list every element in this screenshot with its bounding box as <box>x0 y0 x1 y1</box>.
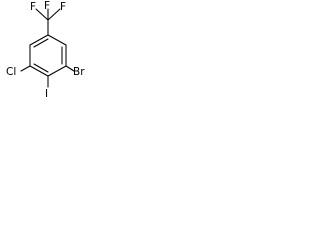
chemical-structure-diagram: F F F Cl Br I <box>6 0 85 100</box>
atom-bromine-label: Br <box>73 66 85 78</box>
atom-f-left-label: F <box>30 1 36 13</box>
ring-bond-bottom-left <box>29 65 49 77</box>
bond-cf3-f-right <box>47 8 61 21</box>
double-bond-inner-bottom-left <box>33 63 49 73</box>
bond-cf3-f-left <box>35 8 49 21</box>
atom-f-right-label: F <box>60 1 66 13</box>
atom-f-top-label: F <box>44 0 50 12</box>
ring-bond-bottom-right <box>47 65 67 77</box>
bond-ring-chlorine <box>20 65 31 72</box>
ring-bond-top-left <box>29 34 49 46</box>
atom-iodine-label: I <box>45 88 48 100</box>
atom-chlorine-label: Cl <box>6 66 16 78</box>
double-bond-inner-top-left <box>33 38 49 48</box>
bond-ring-bromine <box>65 65 75 72</box>
ring-bond-top-right <box>47 34 67 46</box>
